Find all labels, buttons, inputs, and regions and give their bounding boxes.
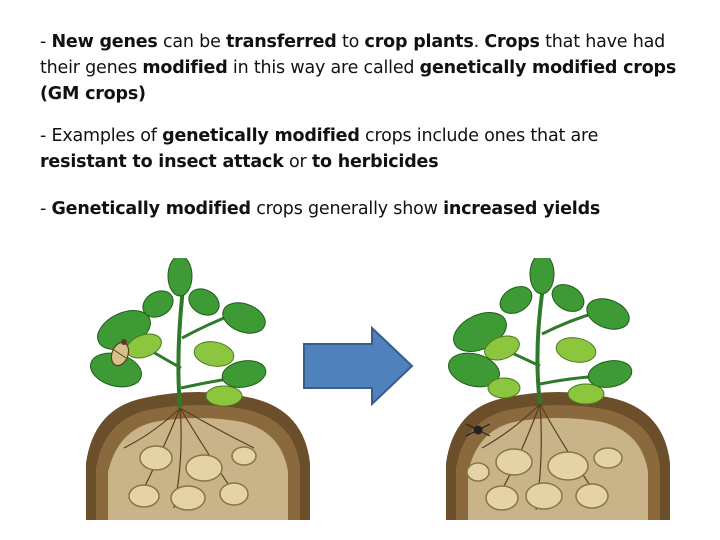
bold-text-segment: to herbicides bbox=[311, 152, 439, 172]
bold-text-segment: resistant to insect attack bbox=[40, 152, 284, 172]
bullet-gm-yields: - Genetically modified crops generally s… bbox=[40, 196, 690, 222]
bold-text-segment: modified bbox=[142, 58, 228, 78]
text-segment: . bbox=[473, 32, 485, 52]
text-segment: - bbox=[40, 32, 52, 52]
healthy-potato-plant-icon bbox=[446, 258, 670, 520]
text-segment: - Examples of bbox=[40, 126, 163, 146]
text-segment: that have had their genes bbox=[40, 32, 666, 78]
bullet-gm-crops-definition: - New genes can be transferred to crop p… bbox=[40, 29, 690, 107]
right-arrow-icon bbox=[303, 326, 414, 406]
text-segment: crops include ones that are bbox=[359, 126, 599, 146]
bullet-gm-examples: - Examples of genetically modified crops… bbox=[40, 123, 690, 175]
bold-text-segment: genetically modified crops (GM crops) bbox=[40, 58, 677, 104]
bold-text-segment: increased yields bbox=[443, 199, 601, 219]
bold-text-segment: New genes bbox=[51, 32, 158, 52]
bold-text-segment: Crops bbox=[484, 32, 540, 52]
potato-plant-with-insect-icon bbox=[86, 258, 310, 520]
text-segment: or bbox=[283, 152, 312, 172]
spider-icon bbox=[465, 423, 491, 437]
bold-text-segment: genetically modified bbox=[162, 126, 360, 146]
bold-text-segment: crop plants bbox=[364, 32, 474, 52]
text-segment: in this way are called bbox=[227, 58, 420, 78]
bold-text-segment: Genetically modified bbox=[51, 199, 251, 219]
text-segment: crops generally show bbox=[250, 199, 444, 219]
text-segment: - bbox=[40, 199, 52, 219]
text-segment: to bbox=[336, 32, 365, 52]
beetle-icon bbox=[110, 339, 130, 367]
bold-text-segment: transferred bbox=[226, 32, 337, 52]
text-segment: can be bbox=[157, 32, 227, 52]
